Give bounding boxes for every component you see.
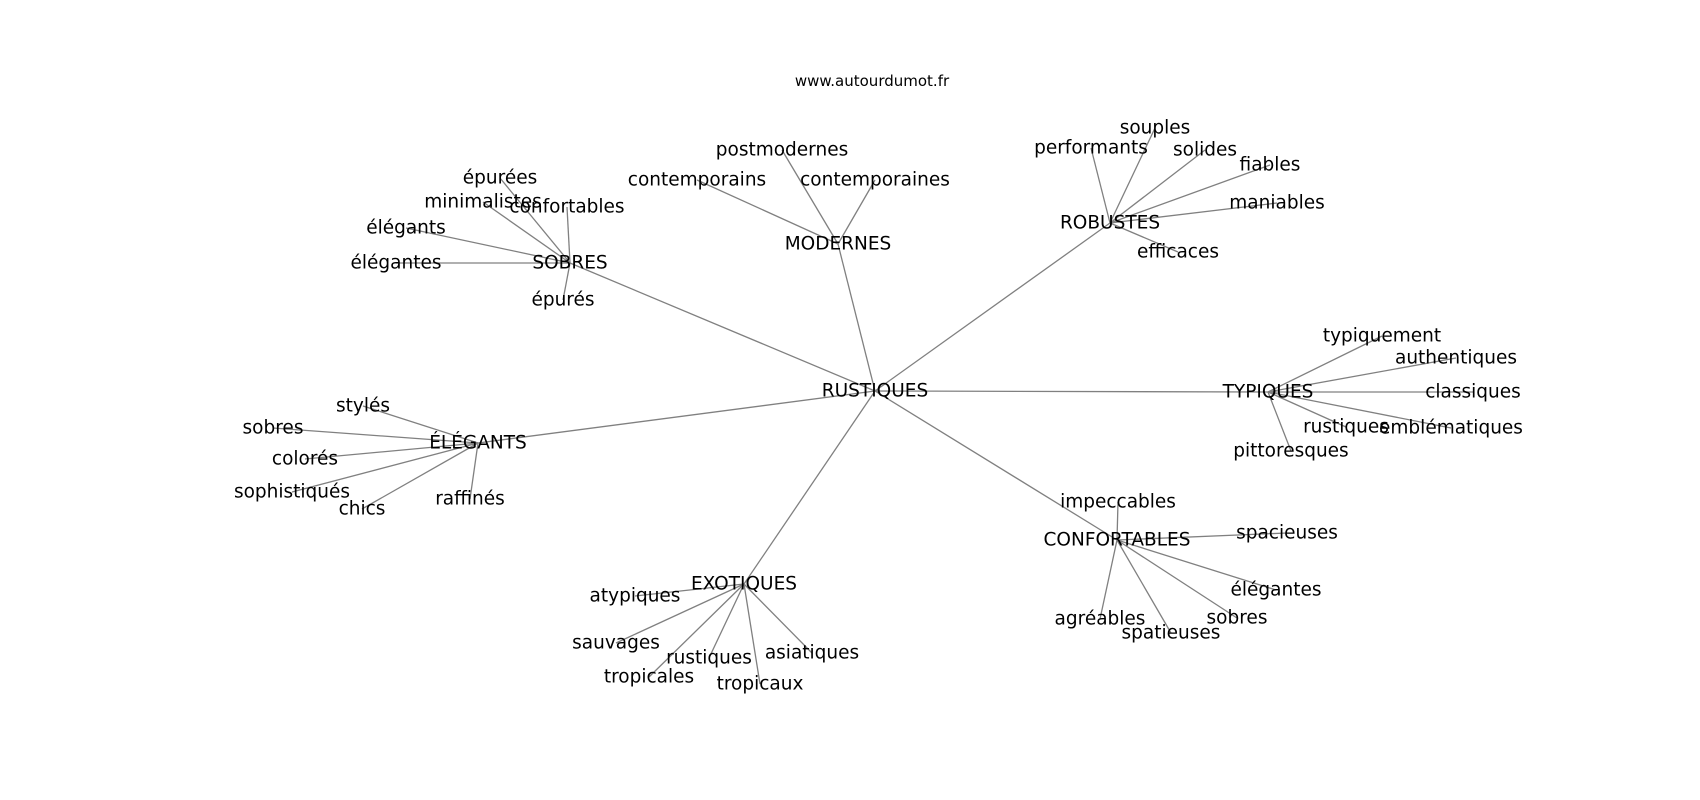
- edge-typiques-rustiques: [1267, 391, 1347, 428]
- leaf-node-robustes-solides[interactable]: solides: [1173, 140, 1237, 161]
- edge-modernes-contemporaines: [837, 179, 876, 245]
- edge-robustes-efficaces: [1109, 222, 1179, 253]
- edge-robustes-maniables: [1109, 202, 1278, 224]
- leaf-node-sobres-minimalistes[interactable]: minimalistes: [424, 192, 542, 213]
- edge-root-sobres: [569, 262, 876, 392]
- edge-root-elegants: [477, 390, 876, 444]
- leaf-node-robustes-fiables[interactable]: fiables: [1240, 155, 1301, 176]
- leaf-node-modernes-postmodernes[interactable]: postmodernes: [716, 140, 848, 161]
- edge-typiques-typiquement: [1267, 335, 1383, 393]
- leaf-node-elegants-colores[interactable]: colorés: [272, 449, 338, 470]
- leaf-node-typiques-classiques[interactable]: classiques: [1425, 382, 1521, 403]
- leaf-node-modernes-contemporaines[interactable]: contemporaines: [800, 170, 950, 191]
- source-url: www.autourdumot.fr: [794, 72, 950, 90]
- edge-robustes-performants: [1090, 147, 1111, 224]
- leaf-node-exotiques-asiatiques[interactable]: asiatiques: [765, 643, 859, 664]
- edge-sobres-epurees: [499, 177, 571, 264]
- edge-confortables-spatieuses: [1116, 539, 1172, 634]
- edge-typiques-authentiques: [1267, 357, 1457, 393]
- edge-elegants-colores: [304, 442, 479, 460]
- leaf-node-robustes-souples[interactable]: souples: [1120, 118, 1191, 139]
- hub-node-exotiques[interactable]: EXOTIQUES: [691, 574, 797, 595]
- edge-root-modernes: [837, 243, 876, 392]
- edge-elegants-raffines: [469, 442, 479, 500]
- leaf-node-exotiques-tropicaux[interactable]: tropicaux: [717, 674, 804, 695]
- edge-sobres-epures: [562, 262, 571, 301]
- graph-edges: [272, 127, 1473, 685]
- leaf-node-sobres-epurees[interactable]: épurées: [463, 168, 537, 189]
- leaf-node-typiques-authentiques[interactable]: authentiques: [1395, 348, 1517, 369]
- leaf-node-exotiques-rustiques[interactable]: rustiques: [666, 648, 752, 669]
- leaf-node-sobres-epures[interactable]: épurés: [531, 290, 594, 311]
- leaf-node-sobres-confortables[interactable]: confortables: [509, 197, 624, 218]
- edge-exotiques-tropicaux: [743, 583, 761, 685]
- leaf-node-confortables-spacieuses[interactable]: spacieuses: [1236, 523, 1338, 544]
- leaf-node-elegants-chics[interactable]: chics: [339, 499, 386, 520]
- edge-root-typiques: [874, 390, 1269, 393]
- leaf-node-robustes-maniables[interactable]: maniables: [1229, 193, 1324, 214]
- edge-robustes-souples: [1109, 127, 1156, 224]
- edge-confortables-sobres: [1116, 539, 1238, 619]
- graph-labels: RUSTIQUES SOBRES épurées minimalistesconfor…: [234, 118, 1523, 695]
- leaf-node-elegants-sobres[interactable]: sobres: [243, 418, 304, 439]
- leaf-node-typiques-rustiques[interactable]: rustiques: [1303, 417, 1389, 438]
- edge-root-confortables: [874, 390, 1118, 541]
- edge-confortables-spacieuses: [1116, 532, 1288, 541]
- leaf-node-typiques-pittoresques[interactable]: pittoresques: [1233, 441, 1348, 462]
- leaf-node-confortables-sobres[interactable]: sobres: [1207, 608, 1268, 629]
- edge-elegants-sobres: [272, 427, 479, 444]
- leaf-node-exotiques-tropicales[interactable]: tropicales: [604, 667, 694, 688]
- leaf-node-exotiques-sauvages[interactable]: sauvages: [572, 633, 660, 654]
- leaf-node-sobres-elegantes[interactable]: élégantes: [351, 253, 442, 274]
- edge-confortables-elegantes: [1116, 539, 1277, 591]
- leaf-node-elegants-sophistiques[interactable]: sophistiqués: [234, 482, 350, 503]
- edge-exotiques-tropicales: [648, 583, 745, 678]
- edge-confortables-impeccables: [1116, 501, 1119, 541]
- hub-node-elegants[interactable]: ÉLÉGANTS: [429, 432, 527, 454]
- edge-typiques-pittoresques: [1267, 391, 1292, 452]
- hub-node-typiques[interactable]: TYPIQUES: [1222, 382, 1314, 403]
- edge-sobres-confortables: [566, 206, 571, 264]
- leaf-node-robustes-efficaces[interactable]: efficaces: [1137, 242, 1219, 263]
- hub-node-robustes[interactable]: ROBUSTES: [1060, 213, 1160, 234]
- leaf-node-confortables-spatieuses[interactable]: spatieuses: [1122, 623, 1221, 644]
- edge-confortables-agreables: [1099, 539, 1118, 620]
- root-node[interactable]: RUSTIQUES: [822, 381, 928, 402]
- edge-modernes-postmodernes: [781, 149, 839, 245]
- hub-node-confortables[interactable]: CONFORTABLES: [1044, 530, 1191, 551]
- leaf-node-modernes-contemporains[interactable]: contemporains: [628, 170, 766, 191]
- hub-node-modernes[interactable]: MODERNES: [785, 234, 892, 255]
- edge-elegants-styles: [362, 405, 479, 444]
- edge-exotiques-asiatiques: [743, 583, 813, 654]
- leaf-node-confortables-agreables[interactable]: agréables: [1055, 609, 1146, 630]
- leaf-node-elegants-styles[interactable]: stylés: [336, 396, 390, 417]
- hub-node-sobres[interactable]: SOBRES: [532, 253, 607, 274]
- leaf-node-exotiques-atypiques[interactable]: atypiques: [590, 586, 681, 607]
- leaf-node-confortables-elegantes[interactable]: élégantes: [1231, 580, 1322, 601]
- edge-root-robustes: [874, 222, 1111, 392]
- edge-typiques-emblematiques: [1267, 391, 1452, 429]
- edge-sobres-elegants: [405, 227, 571, 264]
- edge-exotiques-sauvages: [615, 583, 745, 644]
- leaf-node-sobres-elegants[interactable]: élégants: [366, 218, 446, 239]
- leaf-node-elegants-raffines[interactable]: raffinés: [435, 489, 505, 510]
- edge-modernes-contemporains: [696, 179, 839, 245]
- edge-elegants-sophistiques: [291, 442, 479, 493]
- edge-elegants-chics: [361, 442, 479, 510]
- edge-root-exotiques: [743, 390, 876, 585]
- leaf-node-typiques-typiquement[interactable]: typiquement: [1323, 326, 1441, 347]
- leaf-node-robustes-performants[interactable]: performants: [1034, 138, 1148, 159]
- edge-sobres-minimalistes: [482, 201, 571, 264]
- edge-robustes-fiables: [1109, 164, 1271, 224]
- leaf-node-typiques-emblematiques[interactable]: emblématiques: [1379, 418, 1523, 439]
- edge-exotiques-atypiques: [634, 583, 745, 597]
- leaf-node-confortables-impeccables[interactable]: impeccables: [1060, 492, 1176, 513]
- edge-robustes-solides: [1109, 149, 1206, 224]
- edge-exotiques-rustiques: [708, 583, 745, 659]
